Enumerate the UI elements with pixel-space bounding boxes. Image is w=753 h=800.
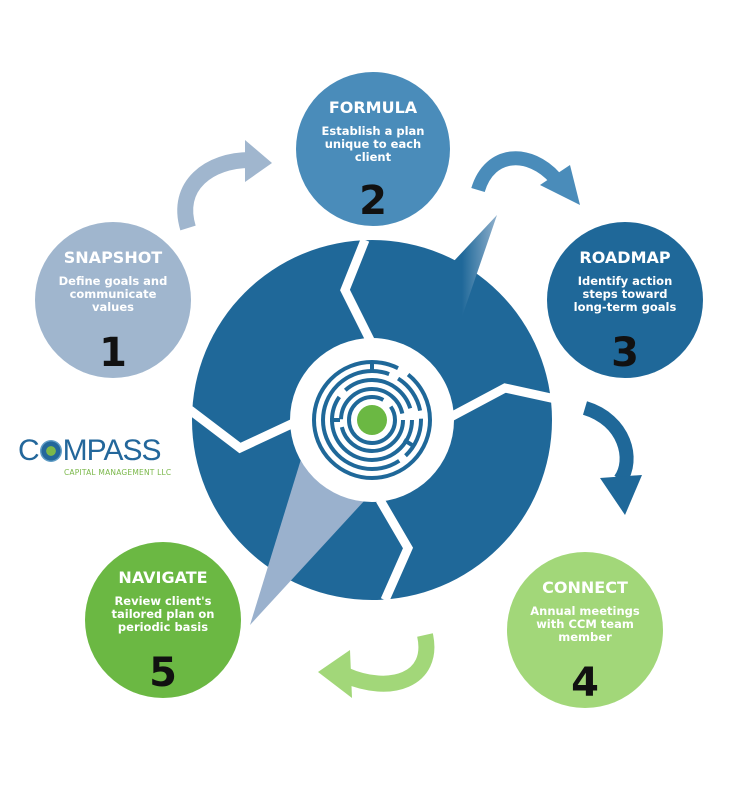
arrow-3-to-4 — [582, 401, 642, 515]
arrow-1-to-2 — [177, 140, 272, 231]
center-dot — [357, 405, 387, 435]
maze-icon — [312, 360, 432, 480]
step-number: 3 — [611, 330, 639, 376]
segment-dividers — [187, 238, 561, 602]
step-snapshot: SNAPSHOT Define goals and communicate va… — [35, 222, 191, 378]
step-description: Identify action steps toward long-term g… — [573, 274, 677, 314]
logo-word-start: C — [18, 434, 40, 467]
step-title: CONNECT — [542, 578, 628, 597]
step-title: SNAPSHOT — [63, 248, 163, 267]
step-description: Establish a plan unique to each client — [321, 124, 425, 164]
arrow-4-to-5 — [318, 633, 435, 698]
logo-word-end: MPASS — [62, 434, 162, 467]
step-title: FORMULA — [328, 98, 418, 117]
step-description: Review client's tailored plan on periodi… — [111, 594, 215, 634]
step-connect: CONNECT Annual meetings with CCM team me… — [507, 552, 663, 708]
step-number: 2 — [359, 178, 387, 224]
arrow-2-to-3 — [471, 151, 580, 205]
step-formula: FORMULA Establish a plan unique to each … — [296, 72, 450, 226]
compass-logo: C MPASS CAPITAL MANAGEMENT LLC — [18, 434, 178, 478]
step-title: NAVIGATE — [118, 568, 208, 587]
logo-subtitle: CAPITAL MANAGEMENT LLC — [64, 468, 172, 477]
step-navigate: NAVIGATE Review client's tailored plan o… — [85, 542, 241, 698]
logo-compass-icon — [39, 440, 62, 462]
step-title: ROADMAP — [579, 248, 671, 267]
step-description: Define goals and communicate values — [58, 274, 168, 314]
step-description: Annual meetings with CCM team member — [530, 604, 640, 644]
step-roadmap: ROADMAP Identify action steps toward lon… — [547, 222, 703, 378]
step-number: 5 — [149, 650, 177, 696]
step-number: 4 — [571, 660, 599, 706]
step-number: 1 — [99, 330, 127, 376]
